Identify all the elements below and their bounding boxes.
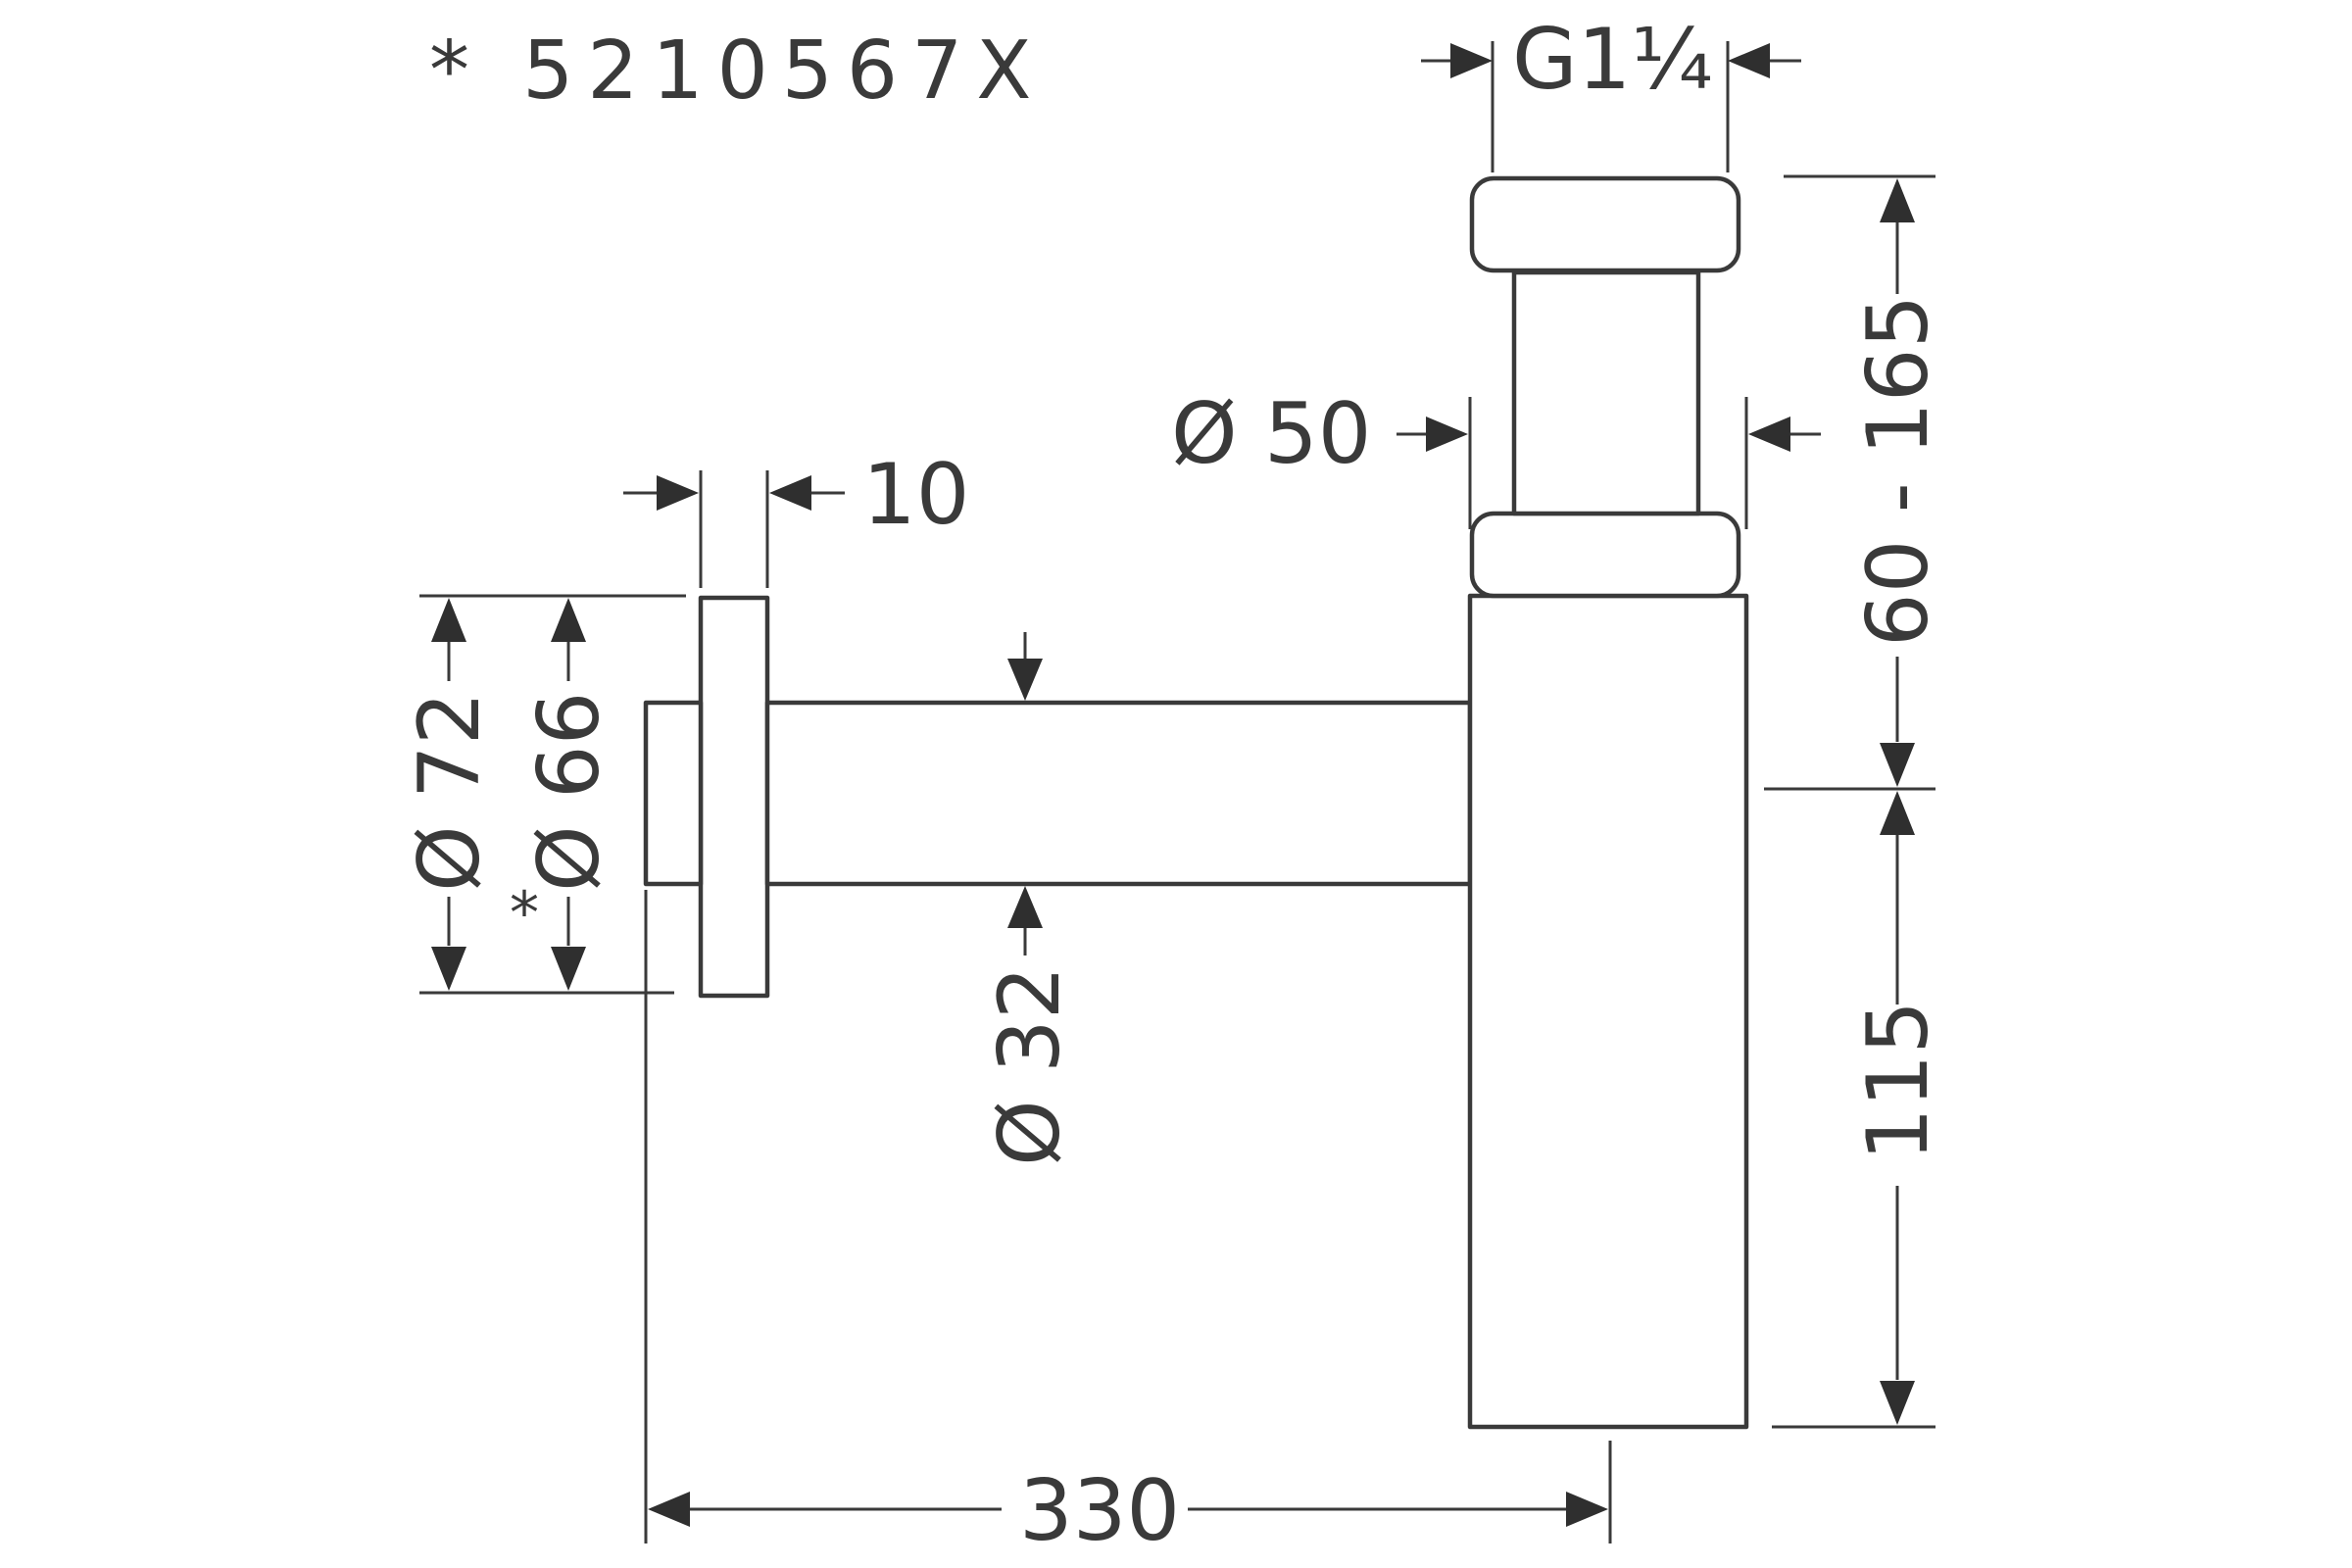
- rosette-depth-label: 10: [862, 446, 969, 544]
- siphon-body: [643, 175, 1749, 1430]
- height-range-label: 60 - 165: [1849, 295, 1947, 647]
- arrow-left-icon: [769, 475, 811, 511]
- arrow-up-icon: [431, 598, 466, 642]
- inner-diameter-asterisk: *: [510, 879, 539, 948]
- arrow-up-icon: [1880, 178, 1915, 222]
- projection-label: 330: [1019, 1462, 1180, 1560]
- arrow-up-icon: [1007, 886, 1043, 928]
- wall-rosette: [698, 595, 770, 999]
- arrow-down-icon: [551, 947, 586, 991]
- tube-diameter-dimension: Ø 32: [981, 632, 1079, 1166]
- arrow-up-icon: [1880, 791, 1915, 835]
- rosette-depth-dimension: 10: [623, 446, 969, 588]
- arrow-right-icon: [657, 475, 699, 511]
- arrow-right-icon: [1566, 1492, 1608, 1527]
- lower-ring: [1469, 511, 1741, 599]
- inlet-pipe: [1511, 270, 1701, 516]
- height-lower-label: 115: [1849, 1001, 1947, 1161]
- arrow-down-icon: [1880, 1381, 1915, 1425]
- arrow-right-icon: [1450, 43, 1493, 78]
- outer-diameter-label: Ø 72: [401, 692, 499, 892]
- outlet-tube: [764, 700, 1473, 887]
- thread-dimension: G1¼: [1421, 11, 1801, 172]
- height-dimensions: 60 - 165 115: [1764, 174, 1947, 1429]
- inner-diameter-label: Ø 66: [520, 692, 618, 892]
- arrow-left-icon: [1748, 416, 1790, 452]
- arrow-down-icon: [431, 947, 466, 991]
- arrow-left-icon: [648, 1492, 690, 1527]
- diameter-50-dimension: Ø 50: [1171, 385, 1821, 529]
- arrow-down-icon: [1880, 743, 1915, 787]
- arrow-right-icon: [1426, 416, 1468, 452]
- arrow-up-icon: [551, 598, 586, 642]
- projection-dimension: 330: [644, 890, 1612, 1560]
- article-number: * 5210567X: [429, 24, 1045, 118]
- tube-diameter-label: Ø 32: [981, 966, 1079, 1166]
- wall-stub: [643, 700, 704, 887]
- trap-body: [1467, 593, 1749, 1430]
- arrow-down-icon: [1007, 659, 1043, 701]
- top-cap: [1469, 175, 1741, 273]
- arrow-left-icon: [1728, 43, 1770, 78]
- rosette-diameter-dimensions: Ø 72 Ø 66 *: [401, 594, 686, 995]
- diameter-50-label: Ø 50: [1171, 385, 1371, 483]
- thread-label: G1¼: [1512, 11, 1713, 109]
